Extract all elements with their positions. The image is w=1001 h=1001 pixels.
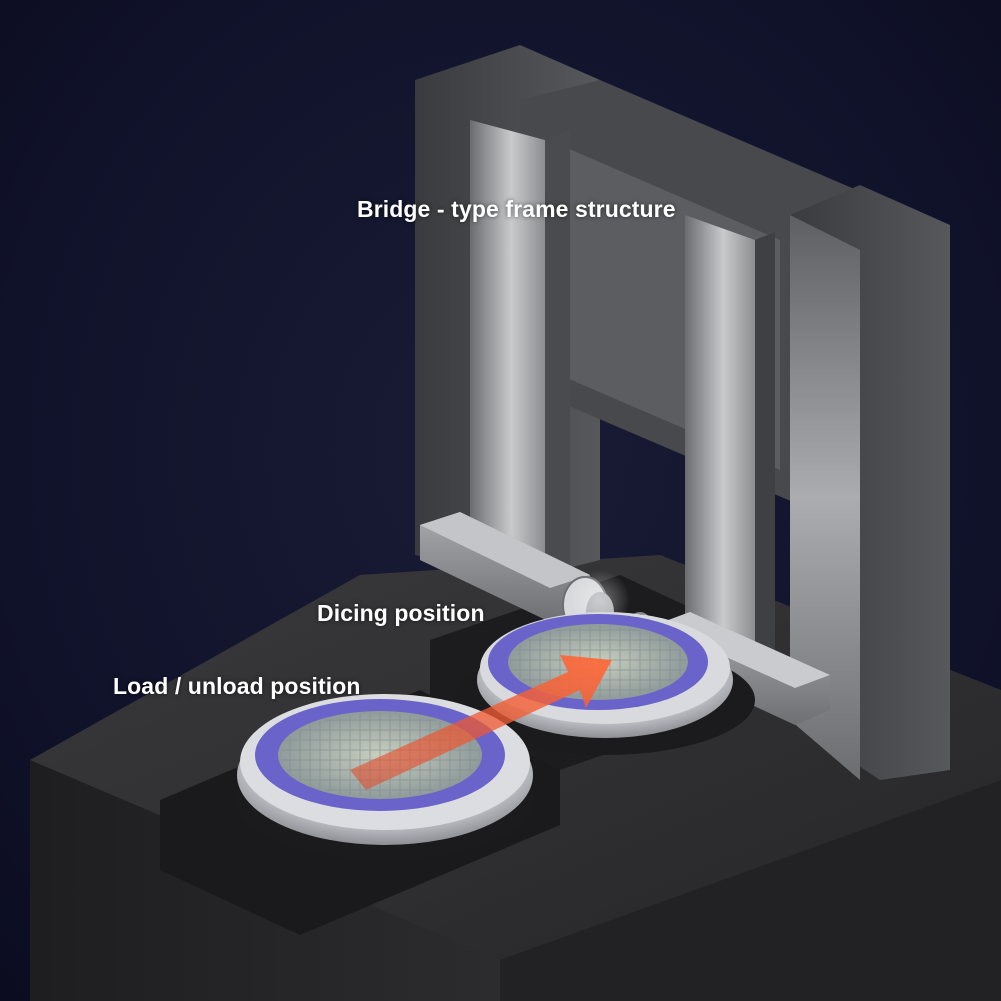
bridge-frame-label: Bridge - type frame structure <box>357 196 676 222</box>
front-left-column <box>470 120 545 580</box>
base-front-right <box>500 780 1001 1001</box>
z-axis-carriage-side <box>755 232 775 668</box>
right-pillar-face <box>790 215 860 780</box>
z-axis-carriage <box>685 215 755 660</box>
load-unload-position-label: Load / unload position <box>113 673 361 699</box>
front-left-column-side <box>545 130 570 590</box>
transfer-arrow-icon <box>350 655 612 790</box>
dicing-position-label: Dicing position <box>317 600 485 626</box>
spindle-arm-left-top <box>420 512 590 588</box>
